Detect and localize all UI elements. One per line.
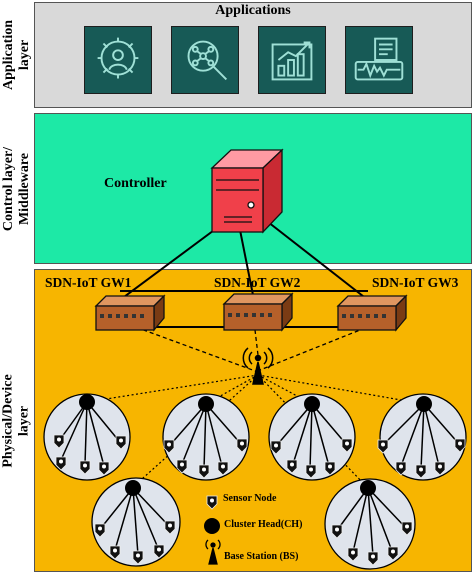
gateway-3 (336, 294, 408, 332)
cluster-6 (324, 478, 416, 570)
legend-sensor-node-label: Sensor Node (223, 493, 277, 504)
gateway-1-label: SDN-IoT GW1 (45, 275, 132, 290)
gateway-1 (94, 294, 166, 332)
legend-cluster-head-label: Cluster Head(CH) (224, 519, 303, 530)
applications-title: Applications (215, 3, 291, 18)
magnifier-network-icon (171, 26, 239, 94)
legend-base-station-label: Base Station (BS) (224, 551, 299, 562)
document-waveform-icon (345, 26, 413, 94)
base-station-icon (242, 347, 274, 385)
gear-person-icon (84, 26, 152, 94)
legend-sensor-node-icon (206, 495, 218, 510)
cluster-5 (91, 477, 181, 567)
cluster-1 (43, 393, 131, 481)
gateway-2 (222, 292, 294, 332)
cluster-4 (377, 393, 467, 481)
gateway-2-label: SDN-IoT GW2 (214, 275, 301, 290)
legend-base-station-icon (205, 539, 221, 565)
gateway-bs-links (129, 324, 366, 373)
cluster-2 (162, 393, 250, 481)
gateway-3-label: SDN-IoT GW3 (372, 275, 459, 290)
controller-server (210, 148, 284, 234)
legend-cluster-head-icon (204, 518, 220, 534)
controller-links (119, 221, 369, 301)
bar-chart-growth-icon (258, 26, 326, 94)
controller-label: Controller (104, 176, 167, 191)
bs-cluster-links (86, 374, 425, 489)
cluster-3 (268, 393, 356, 481)
